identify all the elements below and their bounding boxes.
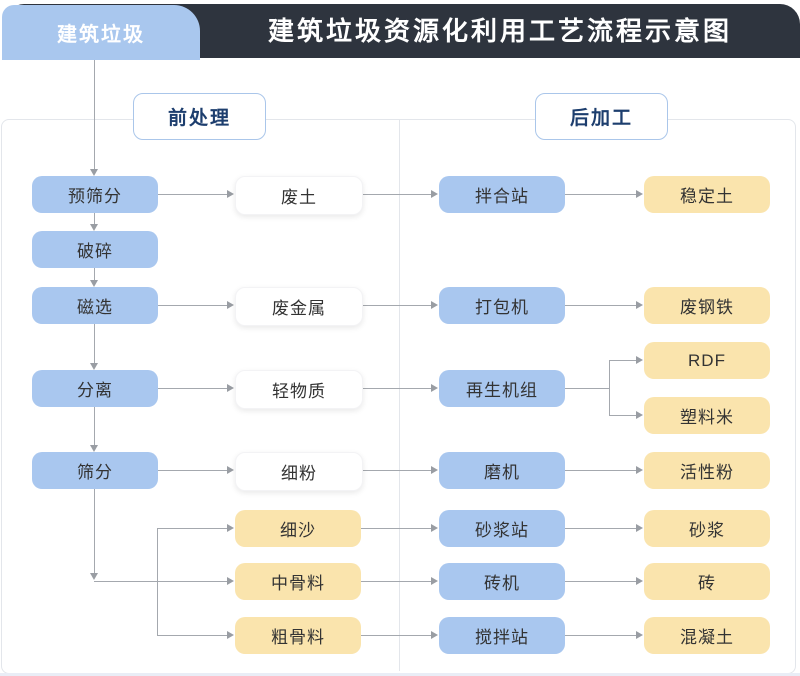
node-baler: 打包机 — [439, 287, 565, 324]
node-active-powder: 活性粉 — [644, 452, 770, 489]
flow-line — [565, 388, 609, 389]
flow-line — [361, 470, 431, 471]
node-magnetic-separation: 磁选 — [32, 287, 158, 324]
node-crushing: 破碎 — [32, 231, 158, 268]
node-fine-powder: 细粉 — [235, 452, 363, 491]
arrowhead-down — [90, 169, 98, 176]
arrowhead-right — [431, 524, 438, 532]
flow-line — [158, 194, 227, 195]
flow-line — [609, 360, 610, 416]
flow-line — [158, 470, 227, 471]
flow-line — [94, 268, 95, 280]
node-concrete: 混凝土 — [644, 617, 770, 654]
panel-divider — [399, 120, 400, 671]
flow-line — [565, 194, 636, 195]
node-waste-soil: 废土 — [235, 176, 363, 215]
arrowhead-right — [227, 577, 234, 585]
flow-line — [94, 324, 95, 363]
node-concrete-plant: 搅拌站 — [439, 617, 565, 654]
section-header-postprocessing: 后加工 — [535, 93, 668, 140]
arrowhead-right — [227, 384, 234, 392]
flow-line — [94, 213, 95, 224]
node-separation: 分离 — [32, 370, 158, 407]
diagram-title: 建筑垃圾资源化利用工艺流程示意图 — [267, 16, 732, 46]
node-mill: 磨机 — [439, 452, 565, 489]
node-waste-metal: 废金属 — [235, 287, 363, 326]
arrowhead-right — [431, 301, 438, 309]
flow-line — [565, 470, 636, 471]
flow-line — [157, 635, 227, 636]
arrowhead-down — [90, 224, 98, 231]
arrowhead-right — [636, 356, 643, 364]
flow-line — [94, 407, 95, 445]
arrowhead-right — [431, 631, 438, 639]
node-mortar: 砂浆 — [644, 510, 770, 547]
arrowhead-right — [431, 190, 438, 198]
arrowhead-right — [636, 301, 643, 309]
arrowhead-right — [227, 524, 234, 532]
flow-line — [565, 528, 636, 529]
flow-line — [609, 415, 636, 416]
arrowhead-right — [636, 190, 643, 198]
flow-line — [157, 528, 227, 529]
arrowhead-right — [227, 466, 234, 474]
flow-line — [361, 388, 431, 389]
arrowhead-right — [636, 466, 643, 474]
node-mortar-plant: 砂浆站 — [439, 510, 565, 547]
node-regeneration-unit: 再生机组 — [439, 370, 565, 407]
flow-line — [94, 60, 95, 169]
arrowhead-right — [636, 631, 643, 639]
node-coarse-aggregate: 粗骨料 — [235, 617, 361, 654]
arrowhead-right — [227, 631, 234, 639]
flow-line — [361, 635, 431, 636]
node-light-material: 轻物质 — [235, 370, 363, 409]
node-rdf: RDF — [644, 342, 770, 379]
node-brick-machine: 砖机 — [439, 563, 565, 600]
node-plastic-pellets: 塑料米 — [644, 397, 770, 434]
flow-line — [157, 528, 158, 635]
flow-line — [94, 581, 227, 582]
arrowhead-down — [90, 573, 98, 580]
arrowhead-right — [431, 577, 438, 585]
arrowhead-right — [227, 301, 234, 309]
arrowhead-right — [636, 524, 643, 532]
flow-line — [565, 305, 636, 306]
flow-line — [609, 360, 636, 361]
flow-line — [94, 489, 95, 573]
flow-line — [565, 635, 636, 636]
bottom-strip — [0, 673, 800, 676]
node-pre-screening: 预筛分 — [32, 176, 158, 213]
node-fine-sand: 细沙 — [235, 510, 361, 547]
arrowhead-down — [90, 445, 98, 452]
arrowhead-down — [90, 280, 98, 287]
section-header-pretreatment: 前处理 — [133, 93, 266, 140]
arrowhead-right — [431, 466, 438, 474]
flow-line — [565, 581, 636, 582]
node-stabilized-soil: 稳定土 — [644, 176, 770, 213]
node-scrap-steel: 废钢铁 — [644, 287, 770, 324]
arrowhead-right — [636, 411, 643, 419]
flow-line — [361, 305, 431, 306]
arrowhead-right — [636, 577, 643, 585]
flow-line — [158, 388, 227, 389]
flow-line — [158, 305, 227, 306]
node-mixing-plant: 拌合站 — [439, 176, 565, 213]
flow-line — [361, 528, 431, 529]
arrowhead-right — [227, 190, 234, 198]
arrowhead-down — [90, 363, 98, 370]
flow-line — [361, 581, 431, 582]
node-medium-aggregate: 中骨料 — [235, 563, 361, 600]
arrowhead-right — [431, 384, 438, 392]
node-screening: 筛分 — [32, 452, 158, 489]
source-badge: 建筑垃圾 — [2, 5, 200, 60]
node-brick: 砖 — [644, 563, 770, 600]
flow-line — [361, 194, 431, 195]
